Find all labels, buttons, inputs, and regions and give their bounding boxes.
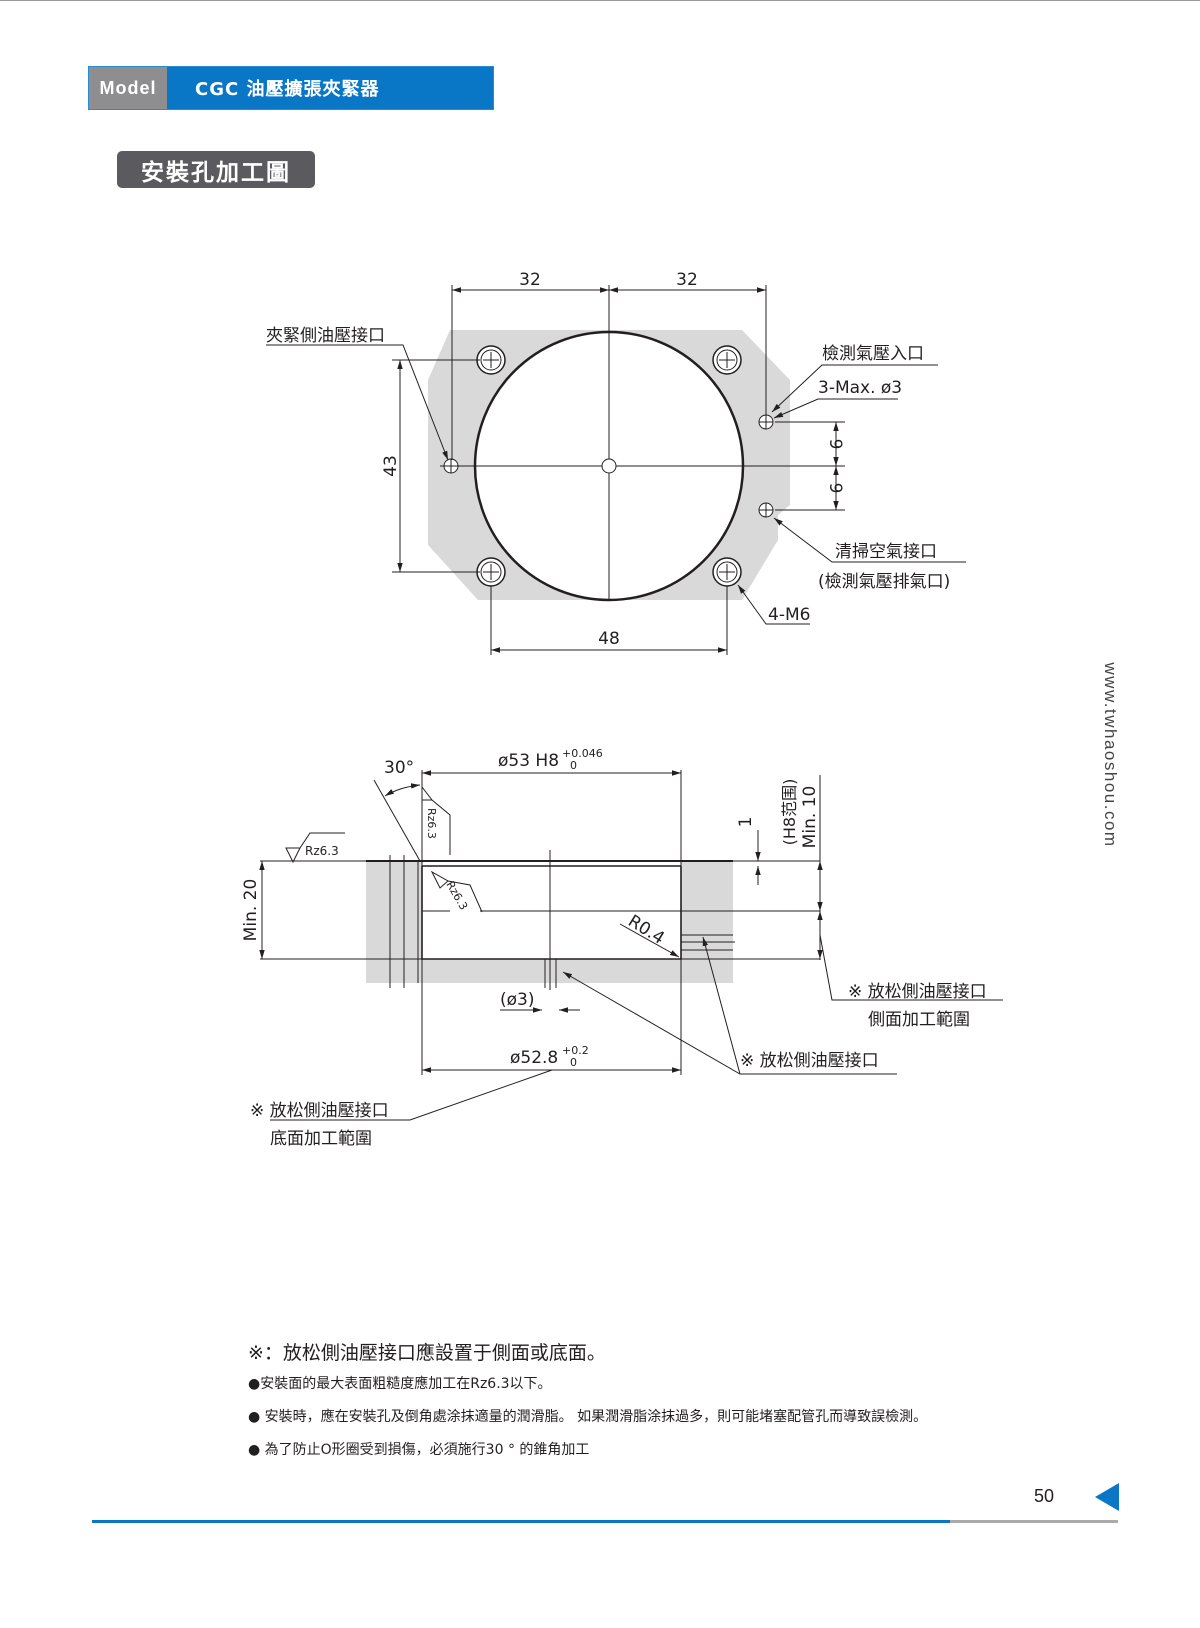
- m6-holes: [476, 345, 742, 587]
- model-title: CGC 油壓擴張夾緊器: [195, 79, 380, 100]
- note-item: ●安裝面的最大表面粗糙度應加工在Rz6.3以下。: [248, 1376, 552, 1392]
- angle-label: 30°: [384, 758, 414, 778]
- footer-rule: [92, 1520, 950, 1523]
- dim-9b: 9: [825, 483, 845, 494]
- label-detect-inlet: 檢測氣壓入口: [822, 344, 924, 364]
- prev-page-triangle-icon: [1095, 1483, 1119, 1511]
- min-20: Min. 20: [241, 879, 261, 942]
- page-number: 50: [1034, 1486, 1055, 1506]
- bore-tol-upper: +0.046: [562, 747, 603, 760]
- model-tag: Model: [89, 67, 167, 109]
- label-side-port-2: 側面加工範圍: [868, 1010, 970, 1030]
- label-bottom-port-2: 底面加工範圍: [270, 1129, 372, 1149]
- top-border: [0, 0, 1200, 1]
- label-m6: 4-M6: [768, 605, 810, 625]
- dim-9a: 9: [825, 439, 845, 450]
- note-item: ● 為了防止O形圈受到損傷，必須施行30 ° 的錐角加工: [248, 1442, 590, 1458]
- model-header: Model CGC 油壓擴張夾緊器: [88, 66, 494, 110]
- top-view: [266, 285, 966, 655]
- bore-tol-lower: 0: [570, 759, 577, 772]
- dia528-dim: ø52.8: [510, 1048, 558, 1068]
- small-ports: [443, 414, 774, 518]
- dim-1: 1: [736, 817, 756, 828]
- dia3-label: (ø3): [500, 990, 534, 1010]
- side-view: [259, 770, 1003, 1121]
- rz-bore-wall: Rz6.3: [425, 808, 438, 839]
- dim-48: 48: [598, 629, 620, 649]
- rz-top-face: Rz6.3: [305, 844, 339, 858]
- footer-rule-gray: [950, 1520, 1118, 1523]
- label-max-dia: 3-Max. ø3: [818, 378, 902, 398]
- dia528-tol-upper: +0.2: [562, 1044, 589, 1057]
- bore-dim: ø53 H8: [498, 751, 559, 771]
- section-title: 安裝孔加工圖: [117, 151, 315, 188]
- top-view-labels: 32 32 43 48 9 9 夾緊側油壓接口 檢測氣壓入口 3-Max. ø3…: [266, 270, 950, 649]
- dim-32-left: 32: [519, 270, 541, 290]
- note-item: ● 安裝時，應在安裝孔及倒角處涂抹適量的潤滑脂。 如果潤滑脂涂抹過多，則可能堵塞…: [248, 1409, 928, 1425]
- label-clean-air: 清掃空氣接口: [835, 542, 937, 562]
- label-bottom-port-1: ※ 放松側油壓接口: [250, 1101, 389, 1121]
- label-side-port-1: ※ 放松側油壓接口: [848, 982, 987, 1002]
- label-clamp-port: 夾緊側油壓接口: [266, 326, 385, 346]
- label-detect-exhaust: (檢測氣壓排氣口): [818, 572, 950, 592]
- dim-32-right: 32: [676, 270, 698, 290]
- h8-range: (H8范围): [780, 779, 799, 846]
- dia528-tol-lower: 0: [570, 1056, 577, 1069]
- watermark: www.twhaoshou.com: [1101, 662, 1120, 848]
- dim-43: 43: [381, 455, 401, 477]
- label-release-port: ※ 放松側油壓接口: [740, 1051, 879, 1071]
- note-main: ※：放松側油壓接口應設置于側面或底面。: [248, 1342, 606, 1364]
- min-10: Min. 10: [800, 786, 820, 849]
- notes: ※：放松側油壓接口應設置于側面或底面。 ●安裝面的最大表面粗糙度應加工在Rz6.…: [248, 1338, 927, 1472]
